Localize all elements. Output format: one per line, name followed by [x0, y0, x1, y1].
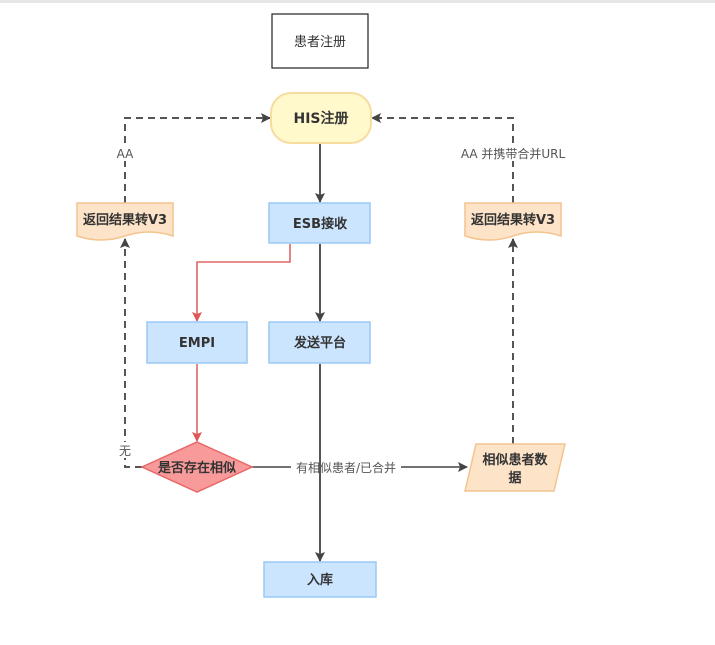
left-return-label: AA — [117, 147, 135, 161]
svg-text:是否存在相似: 是否存在相似 — [157, 460, 236, 476]
node-his-register[interactable]: HIS注册 — [270, 92, 372, 144]
svg-text:患者注册: 患者注册 — [294, 35, 346, 50]
svg-text:发送平台: 发送平台 — [293, 335, 346, 351]
svg-text:据: 据 — [508, 470, 521, 486]
right-return-label: AA 并携带合并URL — [461, 146, 566, 161]
node-is-similar-decision[interactable]: 是否存在相似 — [140, 441, 254, 493]
node-esb-receive[interactable]: ESB接收 — [268, 202, 371, 244]
top-border — [0, 0, 715, 3]
svg-text:返回结果转V3: 返回结果转V3 — [83, 212, 167, 228]
edge-esb-to-empi — [192, 244, 291, 322]
edge-none-to-left-return — [120, 238, 142, 468]
svg-text:相似患者数: 相似患者数 — [482, 452, 548, 468]
similar-label: 有相似患者/已合并 — [296, 460, 396, 475]
node-similar-patient-data[interactable]: 相似患者数 据 — [464, 443, 566, 492]
svg-text:入库: 入库 — [307, 572, 333, 588]
edge-left-return-to-his — [124, 113, 271, 203]
svg-text:返回结果转V3: 返回结果转V3 — [471, 212, 555, 228]
node-send-platform[interactable]: 发送平台 — [268, 321, 371, 364]
svg-text:EMPI: EMPI — [179, 336, 215, 351]
node-empi[interactable]: EMPI — [146, 321, 248, 364]
svg-text:HIS注册: HIS注册 — [293, 110, 348, 127]
node-return-v3-right[interactable]: 返回结果转V3 — [464, 202, 562, 241]
svg-text:ESB接收: ESB接收 — [293, 216, 348, 232]
node-store[interactable]: 入库 — [263, 561, 377, 598]
node-patient-register[interactable]: 患者注册 — [271, 13, 369, 69]
edge-right-return-to-his — [371, 113, 514, 203]
none-label: 无 — [119, 444, 131, 458]
node-return-v3-left[interactable]: 返回结果转V3 — [76, 202, 174, 241]
